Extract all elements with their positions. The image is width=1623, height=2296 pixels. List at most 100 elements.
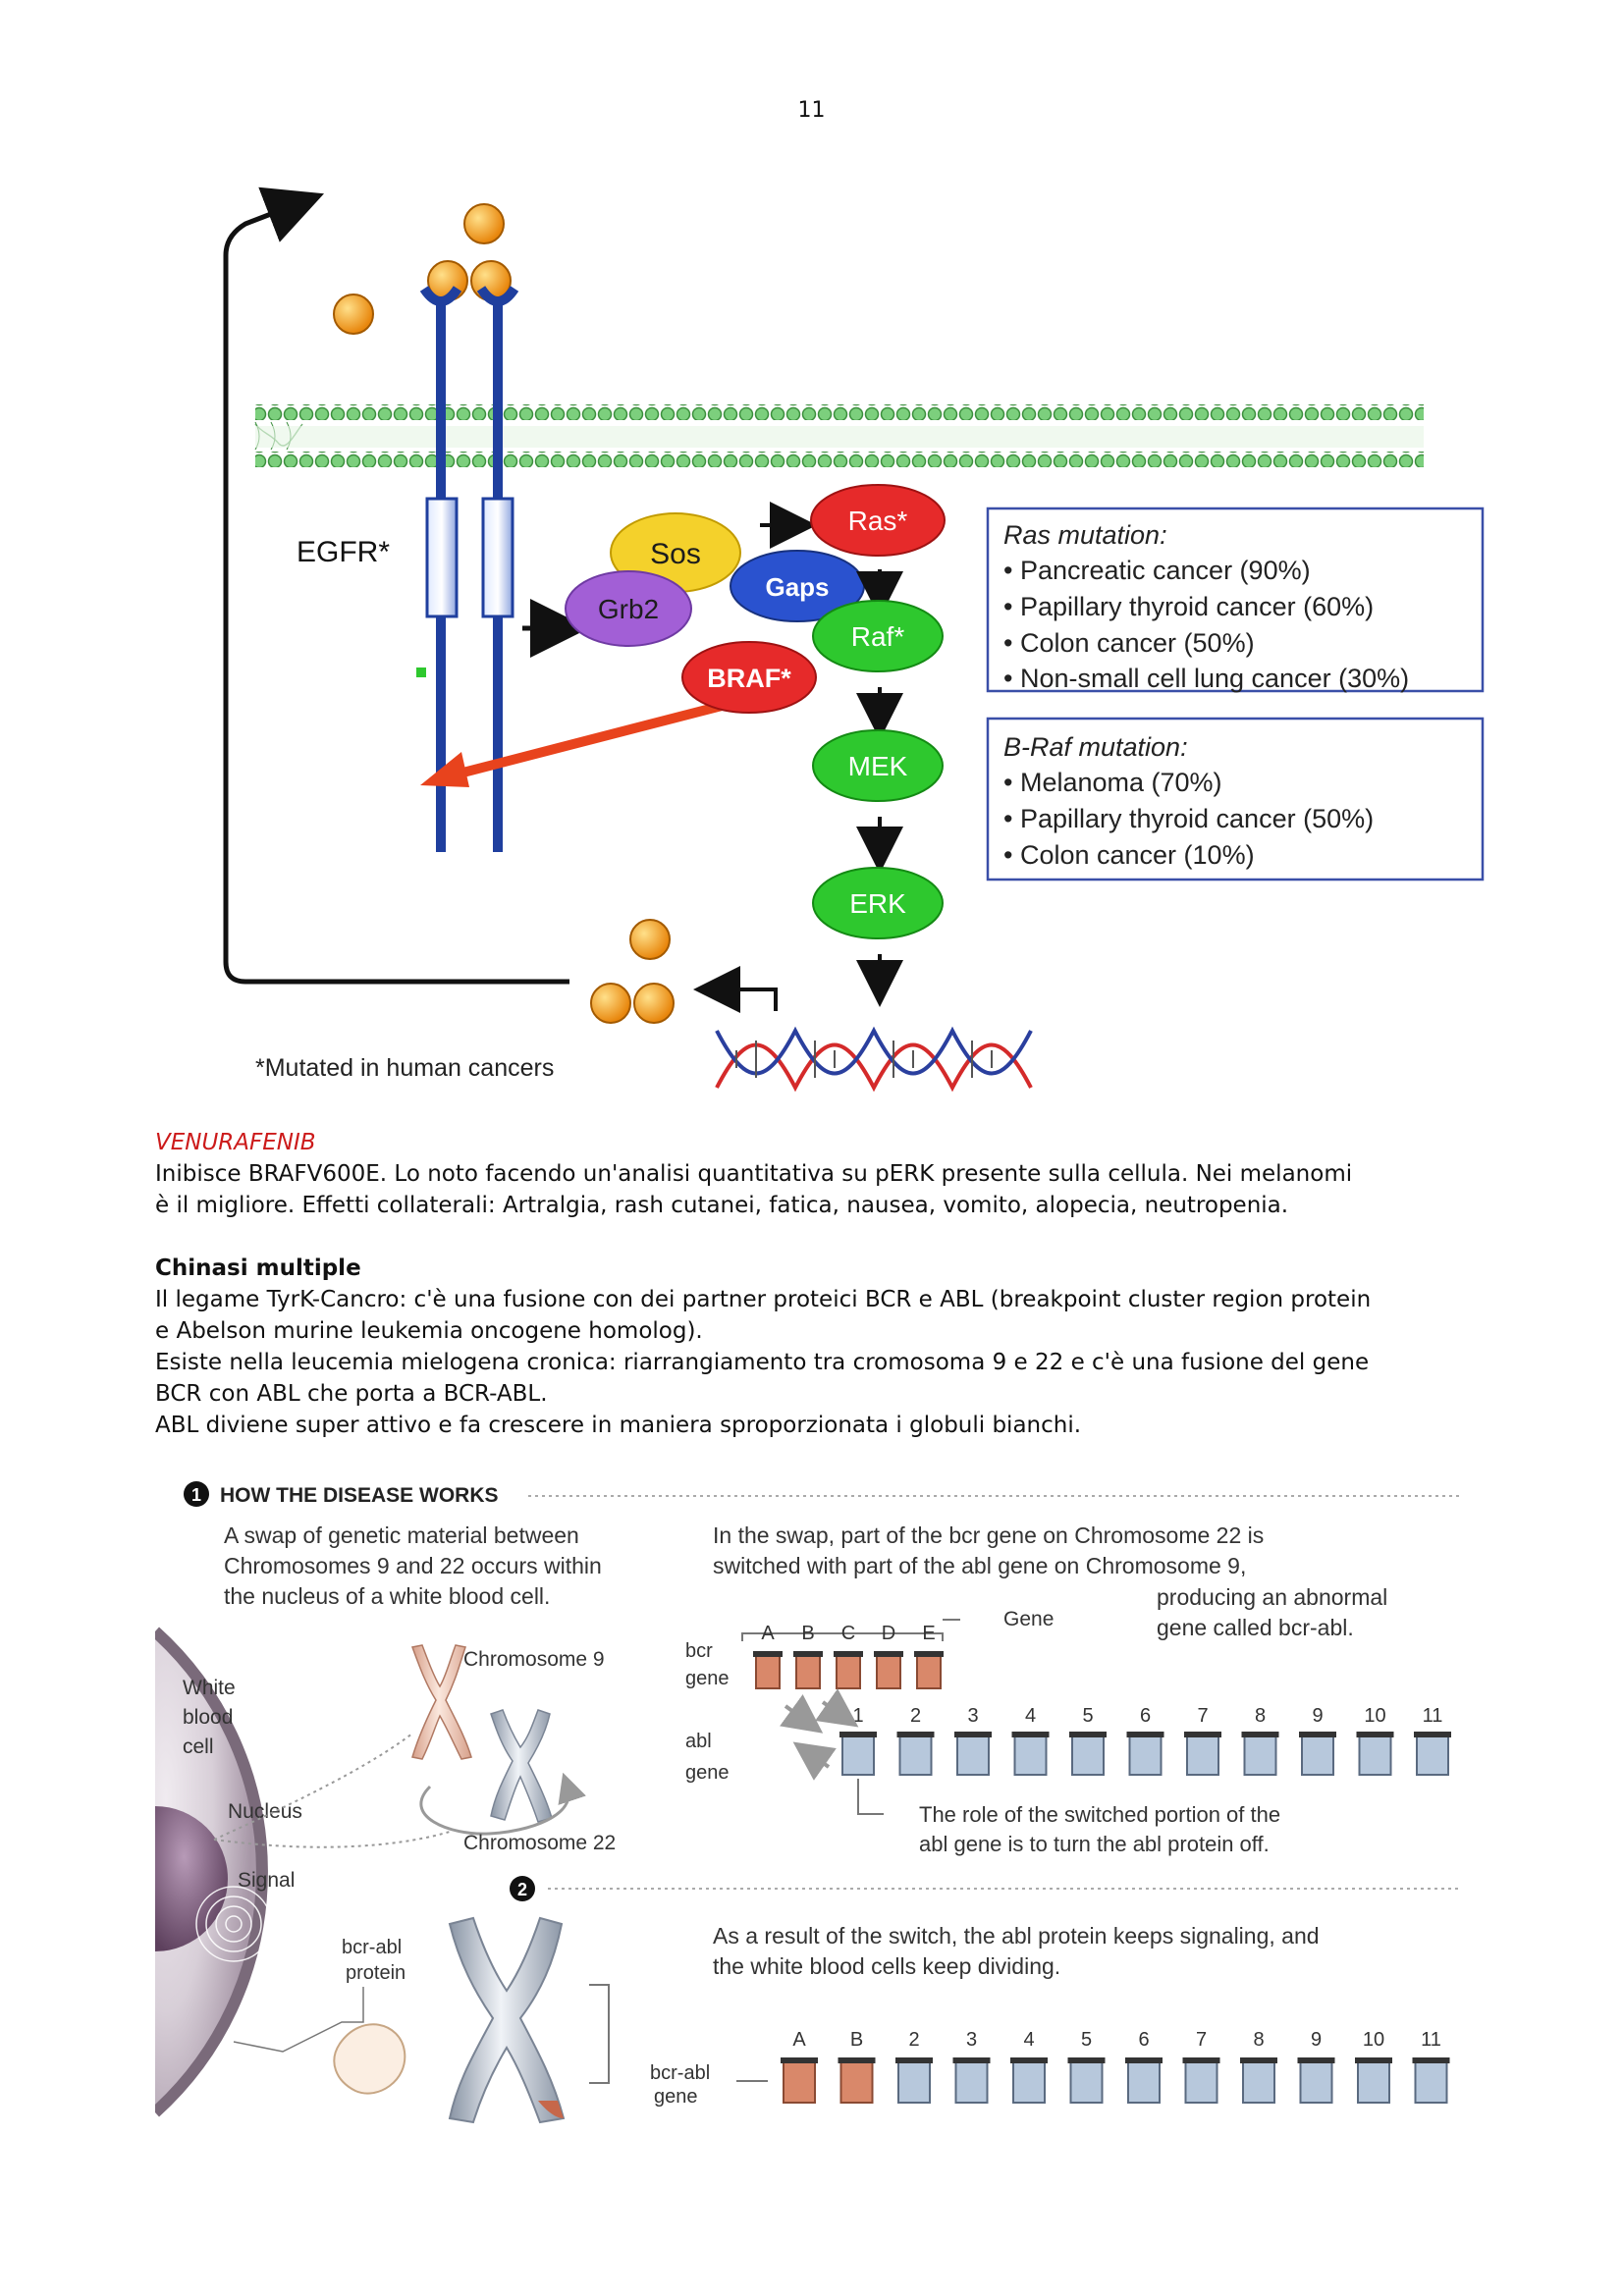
abl-segment-label: 5 [1082, 1705, 1093, 1727]
bcr-segment [755, 1654, 781, 1689]
braf-box-title: B-Raf mutation: [1003, 732, 1188, 762]
chinasi-line: ABL diviene super attivo e fa crescere i… [155, 1413, 1082, 1438]
feedback-loop-arrow [223, 187, 569, 985]
abl-segment [1186, 1735, 1219, 1776]
abl-segment [1358, 1735, 1392, 1776]
abl-segment-cap [1299, 1732, 1336, 1737]
venurafenib-line: Inibisce BRAFV600E. Lo noto facendo un'a… [155, 1161, 1353, 1187]
bcr-segment-label: E [922, 1623, 935, 1644]
abl-segment-label: 11 [1423, 1705, 1443, 1727]
bcr-abl-segment-label: 3 [966, 2029, 977, 2051]
bcr-abl-segment [1414, 2060, 1448, 2104]
bcr-segment-cap [753, 1651, 783, 1657]
chromosome-22-label: Chromosome 22 [463, 1832, 616, 1854]
abl-segment-label: 6 [1140, 1705, 1151, 1727]
bcr-abl-segment-cap [1355, 2057, 1392, 2063]
producing-line: producing an abnormal [1157, 1584, 1387, 1610]
how-the-disease-works-figure: 1 HOW THE DISEASE WORKS A swap of geneti… [155, 1463, 1471, 2130]
ras-node [810, 484, 946, 557]
bcr-segment [876, 1654, 901, 1689]
bcr-abl-segment-label: 4 [1023, 2029, 1034, 2051]
braf-mutation-box: B-Raf mutation: • Melanoma (70%) • Papil… [986, 717, 1485, 881]
bcr-abl-segment-label: 6 [1138, 2029, 1149, 2051]
bcr-segment-cap [874, 1651, 903, 1657]
bcr-abl-segment [954, 2060, 989, 2104]
bcr-abl-segment [1299, 2060, 1333, 2104]
bcr-abl-segment [1242, 2060, 1275, 2104]
abl-segment-label: 8 [1255, 1705, 1266, 1727]
bcr-abl-segment-cap [1240, 2057, 1277, 2063]
bcr-abl-segment [839, 2060, 874, 2104]
bcr-abl-segment-label: B [850, 2029, 863, 2051]
venurafenib-line: è il migliore. Effetti collaterali: Artr… [155, 1193, 1289, 1218]
bcr-abl-segment-label: 2 [908, 2029, 919, 2051]
result-line: the white blood cells keep dividing. [713, 1953, 1060, 1979]
signal-icon [195, 1886, 272, 1962]
chromosome-9 [410, 1644, 472, 1760]
bcr-abl-segment-cap [1297, 2057, 1335, 2063]
abl-segment [1243, 1735, 1277, 1776]
braf-box-item: • Papillary thyroid cancer (50%) [1003, 804, 1374, 833]
bcr-abl-segment-cap [1067, 2057, 1106, 2063]
cell-label: White [183, 1677, 236, 1699]
bcr-abl-segment [1357, 2060, 1390, 2104]
abl-segment-cap [954, 1732, 992, 1737]
intro-line: A swap of genetic material between [224, 1522, 579, 1548]
bcr-abl-protein-label: protein [346, 1962, 406, 1984]
bcr-segment [836, 1654, 861, 1689]
abl-segment-label: 1 [852, 1705, 863, 1727]
chinasi-line: BCR con ABL che porta a BCR-ABL. [155, 1381, 548, 1407]
step-2-number: 2 [517, 1880, 527, 1899]
signal-label: Signal [238, 1869, 295, 1892]
ras-mutation-box: Ras mutation: • Pancreatic cancer (90%) … [986, 507, 1485, 693]
disease-header: HOW THE DISEASE WORKS [220, 1484, 499, 1507]
bcr-abl-segment-label: 5 [1081, 2029, 1092, 2051]
bcr-abl-gene-label: bcr-abl [650, 2062, 710, 2084]
abl-segment [1071, 1735, 1105, 1776]
abl-gene-label: gene [685, 1762, 730, 1784]
abl-segment-cap [896, 1732, 935, 1737]
abl-segment [1301, 1735, 1334, 1776]
abl-segment [1128, 1735, 1163, 1776]
bcr-abl-segment-label: 9 [1311, 2029, 1322, 2051]
cell-label: cell [183, 1735, 214, 1758]
mutated-footnote: *Mutated in human cancers [255, 1054, 554, 1082]
egfr-receptor [419, 286, 519, 852]
bcr-abl-segment-cap [1182, 2057, 1220, 2063]
page-number: 11 [797, 98, 826, 123]
bcr-abl-protein [333, 2023, 406, 2095]
cell-membrane [254, 404, 1424, 467]
bcr-abl-segment [897, 2060, 931, 2104]
bcr-segment-label: B [801, 1623, 814, 1644]
bcr-abl-segment-label: 11 [1421, 2029, 1441, 2051]
braf-box-item: • Melanoma (70%) [1003, 768, 1222, 797]
bcr-abl-segment [1069, 2060, 1104, 2104]
raf-label: Raf* [851, 621, 905, 652]
abl-segment-cap [1069, 1732, 1107, 1737]
abl-segment-cap [1011, 1732, 1050, 1737]
swap-line: switched with part of the abl gene on Ch… [713, 1553, 1246, 1578]
bcr-abl-segment-cap [1412, 2057, 1450, 2063]
intro-line: the nucleus of a white blood cell. [224, 1583, 550, 1609]
dna-helix [715, 1026, 1033, 1093]
bcr-abl-segment-label: 10 [1363, 2029, 1384, 2051]
abl-gene-label: abl [685, 1731, 712, 1752]
chinasi-line: e Abelson murine leukemia oncogene homol… [155, 1318, 703, 1344]
erk-label: ERK [849, 888, 906, 919]
abl-segment-label: 2 [910, 1705, 921, 1727]
role-line: The role of the switched portion of the [919, 1802, 1280, 1827]
producing-line: gene called bcr-abl. [1157, 1615, 1354, 1640]
mek-node [812, 729, 944, 802]
bcr-abl-protein-label: bcr-abl [342, 1937, 402, 1958]
abl-segment-label: 9 [1312, 1705, 1323, 1727]
bcr-segment-cap [834, 1651, 863, 1657]
sos-label: Sos [650, 538, 701, 570]
bcr-abl-segment-cap [952, 2057, 991, 2063]
ras-box-item: • Colon cancer (50%) [1003, 628, 1255, 658]
bcr-abl-segment-cap [838, 2057, 876, 2063]
ras-box-item: • Non-small cell lung cancer (30%) [1003, 664, 1409, 693]
ras-box-item: • Pancreatic cancer (90%) [1003, 556, 1311, 585]
abl-segment [898, 1735, 933, 1776]
chinasi-line: Il legame TyrK-Cancro: c'è una fusione c… [155, 1287, 1372, 1312]
